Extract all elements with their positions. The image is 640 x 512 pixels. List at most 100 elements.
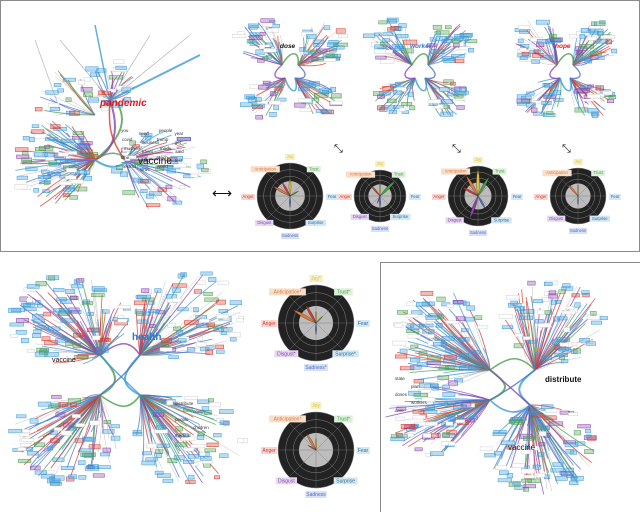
hive-link: [99, 354, 141, 396]
network-edge: [534, 329, 601, 371]
word-node: [88, 464, 99, 469]
word-node: [53, 308, 62, 313]
hive-link: [124, 354, 141, 396]
word-node: [173, 455, 185, 461]
network-edge: [514, 314, 536, 371]
word-node: [29, 418, 39, 424]
emotion-label: Anticipation: [350, 172, 372, 177]
word-node: [34, 299, 41, 305]
word-node: [583, 435, 597, 440]
word-node: [196, 434, 205, 440]
word-node: [406, 314, 419, 318]
word-node: [81, 301, 93, 306]
word-node: [78, 475, 87, 480]
emotion-radar: JoyTrust*FearSurpriseSadnessDisgustAnger…: [261, 402, 370, 498]
word-node: [18, 458, 32, 464]
word-node: [495, 465, 507, 471]
word-node: [429, 37, 437, 42]
word-node: [571, 293, 580, 298]
hive-link: [284, 77, 298, 92]
word-node: [75, 143, 88, 148]
word-node: [16, 154, 30, 159]
word-node: [430, 383, 439, 388]
word-node: [91, 327, 100, 333]
word-node: [397, 310, 409, 315]
emotion-petal: [289, 195, 291, 209]
word-node: [377, 105, 385, 111]
word-node: [313, 43, 320, 48]
word-node: [446, 304, 454, 308]
word-node: [83, 176, 93, 181]
emotion-label: Trust: [309, 166, 319, 171]
word-node: [516, 94, 526, 100]
word-node: [141, 297, 155, 302]
word-node: [257, 57, 265, 63]
radar-spoke: [288, 295, 317, 324]
word-node: [528, 339, 538, 344]
word-label: distribute: [175, 401, 194, 406]
word-node: [565, 449, 574, 454]
word-node: [199, 318, 210, 323]
word-node: [206, 322, 215, 327]
word-node: [535, 472, 546, 478]
word-label: virus: [140, 167, 150, 172]
word-node: [536, 39, 548, 44]
emotion-label-bg: [305, 491, 327, 498]
emotion-label-bg: [261, 320, 277, 327]
network-edge: [427, 33, 471, 66]
word-node: [87, 311, 94, 316]
word-node: [196, 323, 209, 328]
word-node: [265, 54, 272, 59]
word-node: [167, 458, 178, 464]
word-node: [200, 159, 207, 165]
word-node: [37, 175, 52, 179]
network-edge: [124, 159, 177, 204]
word-node: [203, 463, 211, 468]
word-node: [47, 166, 57, 171]
word-node: [517, 38, 524, 43]
word-node: [322, 89, 329, 95]
word-node: [512, 480, 521, 486]
network-edge: [242, 52, 283, 66]
emotion-label: Fear: [411, 194, 420, 199]
word-node: [523, 436, 535, 441]
bottom-right-network: distributevaccinestateplandosesworkersca…: [385, 280, 608, 495]
word-node: [548, 290, 556, 295]
network-edge: [41, 90, 96, 116]
word-node: [530, 445, 538, 451]
word-node: [401, 102, 413, 106]
word-node: [154, 288, 162, 293]
word-node: [427, 355, 442, 361]
word-node: [249, 35, 263, 41]
word-node: [167, 157, 178, 163]
word-node: [41, 169, 50, 174]
word-node: [463, 403, 475, 408]
word-label: restrict: [123, 164, 137, 169]
word-node: [407, 91, 414, 97]
word-node: [506, 473, 514, 478]
word-node: [378, 91, 391, 96]
word-node: [213, 327, 224, 332]
word-node: [573, 430, 581, 436]
word-node: [262, 22, 273, 27]
word-node: [459, 337, 466, 342]
word-node: [579, 44, 594, 49]
word-node: [122, 86, 132, 91]
network-edge: [139, 292, 223, 356]
word-node: [330, 86, 336, 92]
emotion-label-bg: [511, 193, 523, 200]
emotion-label-bg: [609, 193, 621, 200]
word-node: [519, 47, 527, 52]
word-node: [543, 281, 553, 287]
word-node: [103, 101, 113, 107]
word-node: [323, 58, 336, 62]
word-node: [50, 438, 60, 443]
emotion-label-bg: [334, 415, 353, 423]
word-label: people: [175, 417, 189, 422]
hive-link: [34, 39, 61, 111]
word-node: [593, 38, 608, 44]
word-node: [425, 405, 435, 410]
word-node: [450, 41, 464, 47]
word-node: [571, 476, 577, 481]
word-node: [14, 184, 28, 190]
